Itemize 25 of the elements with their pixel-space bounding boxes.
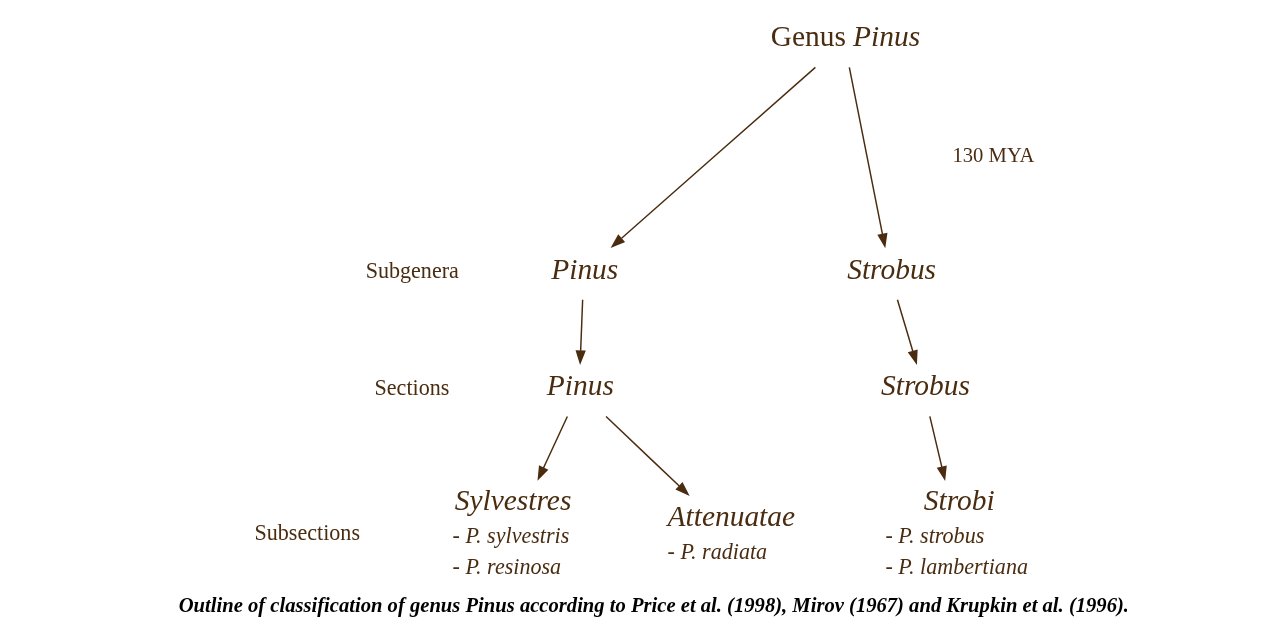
arrow <box>605 415 690 496</box>
label: 130 MYA <box>952 144 1035 167</box>
node-label: - P. resinosa <box>452 553 562 579</box>
node-text: Strobi <box>923 484 995 517</box>
node-text: Strobus <box>881 369 970 402</box>
arrow <box>896 299 918 365</box>
arrow <box>929 415 947 481</box>
caption: Outline of classification of genus Pinus according to Price et al. (1998), Mirov (1967) and Krupkin et al. (1996). <box>178 594 1129 617</box>
node-text: Pinus <box>546 369 614 402</box>
arrow <box>537 415 569 481</box>
label: Subgenera <box>365 258 459 284</box>
node-text: Strobus <box>847 253 937 285</box>
node-text: Pinus <box>551 253 619 285</box>
node-text: Attenuatae <box>667 500 796 533</box>
arrow <box>848 66 888 249</box>
node-label: - P. strobus <box>885 522 985 548</box>
arrow <box>610 66 817 248</box>
label: Sections <box>374 374 450 400</box>
node-label: - P. lambertiana <box>885 553 1028 579</box>
node-label: - P. sylvestris <box>452 522 570 548</box>
label: Subsections <box>254 520 361 546</box>
node-label: - P. radiata <box>667 538 768 564</box>
node-text: Genus Pinus <box>770 20 921 53</box>
arrow <box>575 299 586 366</box>
node-text: Sylvestres <box>454 484 572 517</box>
